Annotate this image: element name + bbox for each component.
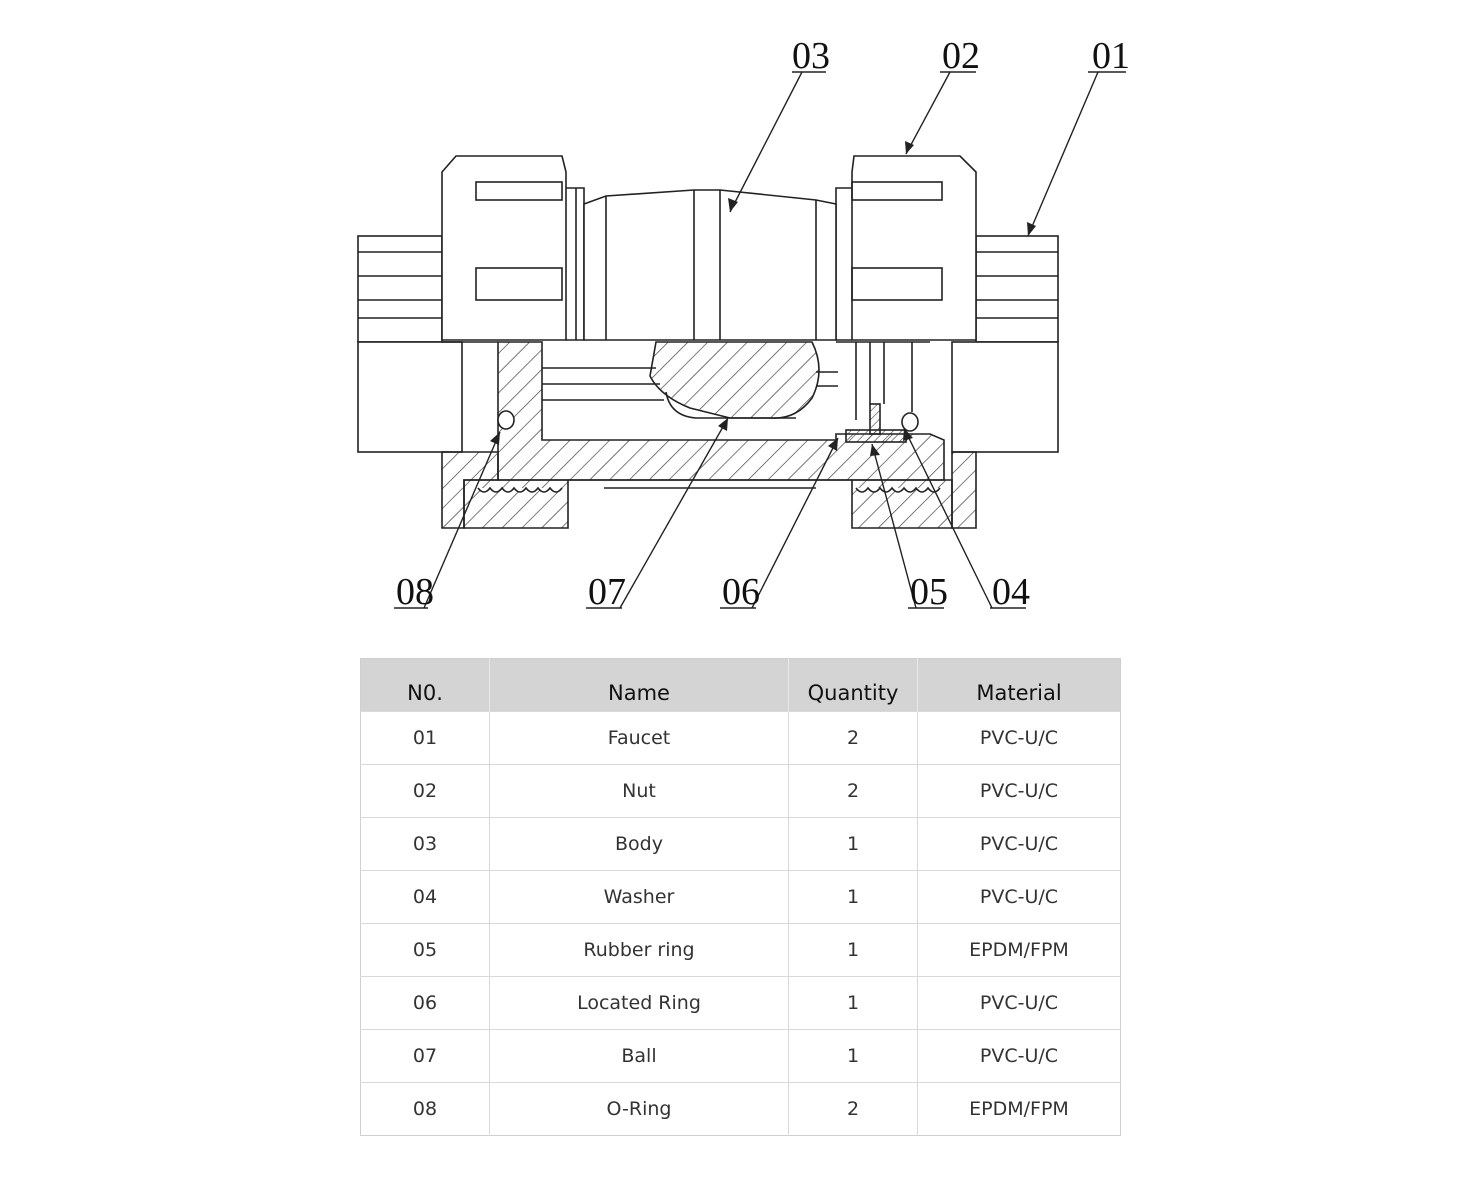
table-header-row: N0. Name Quantity Material — [360, 658, 1121, 712]
cell-material: PVC-U/C — [917, 1029, 1121, 1083]
cell-material: PVC-U/C — [917, 870, 1121, 924]
callout-02: 02 — [942, 35, 980, 77]
cell-name: Ball — [489, 1029, 789, 1083]
table-row: 02 Nut 2 PVC-U/C — [360, 764, 1121, 818]
ball — [542, 341, 838, 419]
table-row: 01 Faucet 2 PVC-U/C — [360, 711, 1121, 765]
left-nut — [441, 155, 585, 341]
cell-name: Nut — [489, 764, 789, 818]
valve-cross-section-drawing: 03 02 01 08 07 06 05 04 — [357, 35, 1130, 613]
table-row: 05 Rubber ring 1 EPDM/FPM — [360, 923, 1121, 977]
cell-name: Body — [489, 817, 789, 871]
cell-quantity: 1 — [788, 870, 918, 924]
cell-quantity: 1 — [788, 1029, 918, 1083]
cell-material: PVC-U/C — [917, 976, 1121, 1030]
table-row: 06 Located Ring 1 PVC-U/C — [360, 976, 1121, 1030]
cell-quantity: 1 — [788, 817, 918, 871]
leader-arrowheads — [490, 141, 1036, 456]
cell-quantity: 1 — [788, 976, 918, 1030]
left-faucet — [357, 235, 463, 453]
right-nut — [835, 155, 977, 341]
header-name: Name — [489, 658, 789, 712]
callout-04: 04 — [992, 571, 1030, 613]
callout-06: 06 — [722, 571, 760, 613]
table-row: 08 O-Ring 2 EPDM/FPM — [360, 1082, 1121, 1136]
table-row: 04 Washer 1 PVC-U/C — [360, 870, 1121, 924]
cell-no: 01 — [360, 711, 490, 765]
cell-name: Rubber ring — [489, 923, 789, 977]
cell-material: EPDM/FPM — [917, 923, 1121, 977]
callout-01: 01 — [1092, 35, 1130, 77]
cell-material: EPDM/FPM — [917, 1082, 1121, 1136]
seal-assembly — [442, 341, 930, 443]
right-faucet — [951, 235, 1059, 453]
cell-no: 06 — [360, 976, 490, 1030]
cell-no: 02 — [360, 764, 490, 818]
cell-material: PVC-U/C — [917, 764, 1121, 818]
cell-no: 04 — [360, 870, 490, 924]
cell-quantity: 2 — [788, 764, 918, 818]
header-material: Material — [917, 658, 1121, 712]
cell-no: 07 — [360, 1029, 490, 1083]
cell-name: Faucet — [489, 711, 789, 765]
cell-material: PVC-U/C — [917, 711, 1121, 765]
cell-no: 03 — [360, 817, 490, 871]
cell-quantity: 1 — [788, 923, 918, 977]
header-quantity: Quantity — [788, 658, 918, 712]
cell-quantity: 2 — [788, 711, 918, 765]
table-row: 07 Ball 1 PVC-U/C — [360, 1029, 1121, 1083]
cell-material: PVC-U/C — [917, 817, 1121, 871]
cell-name: O-Ring — [489, 1082, 789, 1136]
cell-no: 05 — [360, 923, 490, 977]
callout-03: 03 — [792, 35, 830, 77]
header-no: N0. — [360, 658, 490, 712]
cell-name: Washer — [489, 870, 789, 924]
cell-name: Located Ring — [489, 976, 789, 1030]
parts-table: N0. Name Quantity Material 01 Faucet 2 P… — [360, 658, 1121, 1136]
cell-no: 08 — [360, 1082, 490, 1136]
callout-08: 08 — [396, 571, 434, 613]
leader-lines — [394, 71, 1126, 609]
callout-07: 07 — [588, 571, 626, 613]
callout-05: 05 — [910, 571, 948, 613]
cell-quantity: 2 — [788, 1082, 918, 1136]
valve-body — [583, 189, 837, 341]
table-row: 03 Body 1 PVC-U/C — [360, 817, 1121, 871]
